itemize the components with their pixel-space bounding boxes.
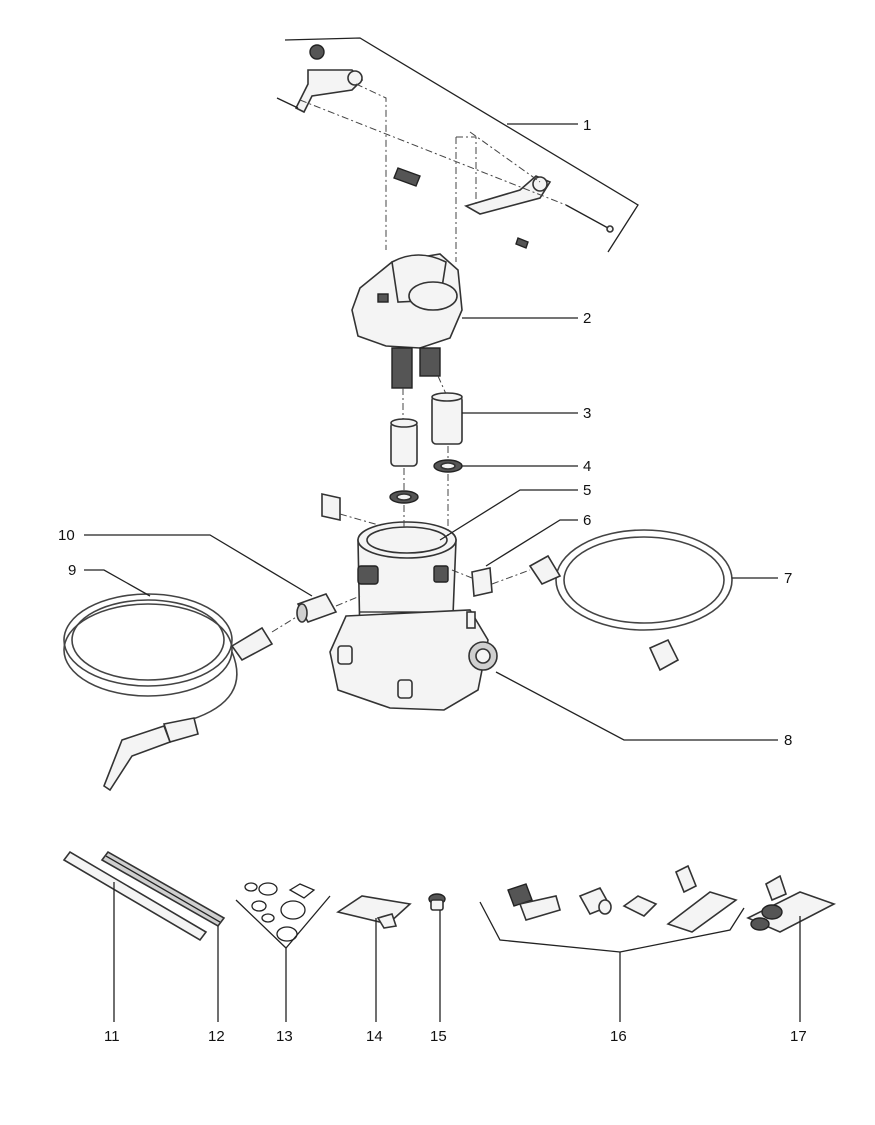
label-7: 7 bbox=[784, 570, 792, 587]
label-6: 6 bbox=[583, 512, 591, 529]
part-13-seal-set bbox=[235, 882, 331, 949]
label-16: 16 bbox=[610, 1028, 627, 1045]
label-14: 14 bbox=[366, 1028, 383, 1045]
label-10: 10 bbox=[58, 527, 75, 544]
label-15: 15 bbox=[430, 1028, 447, 1045]
part-16-nozzle-set bbox=[479, 864, 745, 953]
part-9-hose-left bbox=[63, 593, 274, 792]
label-4: 4 bbox=[583, 458, 591, 475]
label-11: 11 bbox=[104, 1028, 120, 1045]
part-1-handle-assembly bbox=[276, 37, 639, 262]
label-13: 13 bbox=[276, 1028, 293, 1045]
part-12-tube bbox=[100, 850, 226, 928]
label-9: 9 bbox=[68, 562, 76, 579]
label-8: 8 bbox=[784, 732, 792, 749]
label-1: 1 bbox=[583, 117, 591, 134]
part-17-floor-brush bbox=[746, 874, 837, 933]
part-15-cap bbox=[428, 893, 446, 911]
part-10-adapter bbox=[271, 593, 361, 633]
label-3: 3 bbox=[583, 405, 591, 422]
part-8-chassis bbox=[329, 609, 498, 711]
label-2: 2 bbox=[583, 310, 591, 327]
part-14-filter-bag bbox=[336, 895, 412, 929]
part-7-hose-right bbox=[528, 529, 733, 672]
part-3-filter-sleeves bbox=[390, 375, 463, 467]
part-6-clip bbox=[451, 567, 531, 597]
part-2-motor-head bbox=[351, 253, 463, 389]
label-5: 5 bbox=[583, 482, 591, 499]
part-11-tube bbox=[62, 850, 208, 942]
label-12: 12 bbox=[208, 1028, 225, 1045]
label-17: 17 bbox=[790, 1028, 807, 1045]
